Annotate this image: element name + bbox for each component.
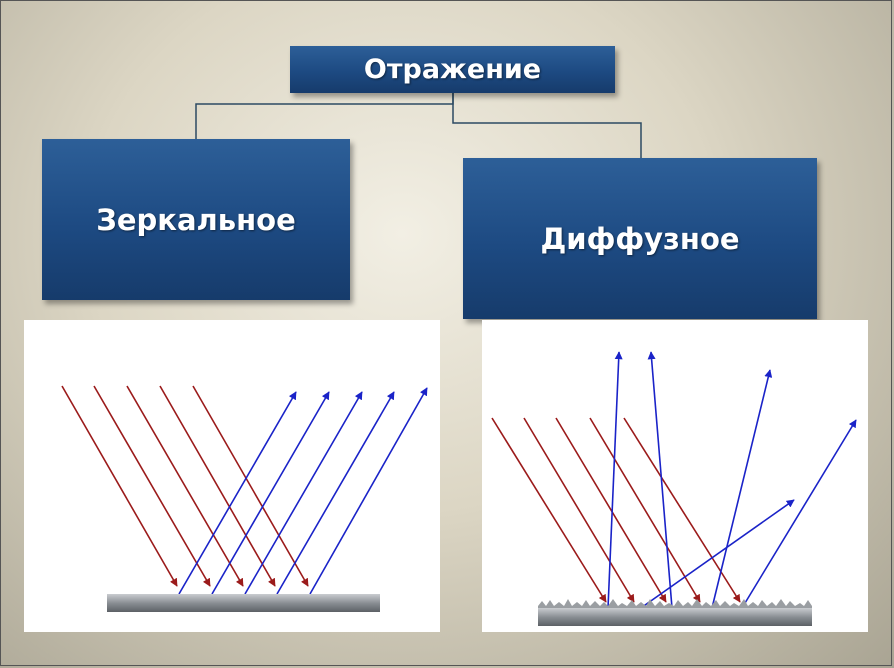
reflected-ray-2 [211, 391, 330, 595]
diffuse-reflected-ray-5 [637, 499, 795, 611]
reflected-ray-1 [178, 391, 297, 595]
diffuse-incident-ray-5 [623, 417, 741, 603]
connector-right [452, 93, 642, 158]
diffuse-incident-ray-2 [523, 417, 635, 603]
reflected-ray-3 [244, 391, 363, 595]
incident-ray-2 [93, 385, 211, 587]
root-node: Отражение [290, 46, 615, 93]
diffuse-reflected-ray-3 [711, 369, 773, 609]
diffuse-node: Диффузное [463, 158, 817, 319]
specular-illustration [24, 320, 440, 632]
incident-ray-5 [192, 385, 309, 587]
incident-ray-3 [126, 385, 244, 587]
rough-surface-texture [538, 599, 812, 610]
diffuse-illustration [482, 320, 868, 632]
incident-ray-4 [159, 385, 276, 587]
diffuse-reflected-ray-2 [647, 351, 673, 609]
root-label: Отражение [363, 54, 542, 85]
specular-node: Зеркальное [42, 139, 350, 300]
diffuse-label: Диффузное [540, 221, 740, 256]
rough-surface [538, 608, 812, 626]
smooth-surface [107, 594, 380, 612]
diffuse-reflected-ray-4 [741, 419, 857, 609]
diffuse-reflected-ray-1 [607, 351, 623, 609]
diffuse-incident-ray-4 [589, 417, 701, 603]
reflected-ray-5 [309, 387, 428, 595]
diffuse-incident-ray-1 [491, 417, 607, 603]
specular-rays-svg [61, 385, 428, 612]
diffuse-rays-svg [491, 351, 857, 626]
diffuse-incident-ray-3 [555, 417, 667, 603]
reflected-ray-4 [276, 391, 395, 595]
connector-left [195, 93, 454, 139]
specular-label: Зеркальное [96, 202, 296, 237]
incident-ray-1 [61, 385, 178, 587]
